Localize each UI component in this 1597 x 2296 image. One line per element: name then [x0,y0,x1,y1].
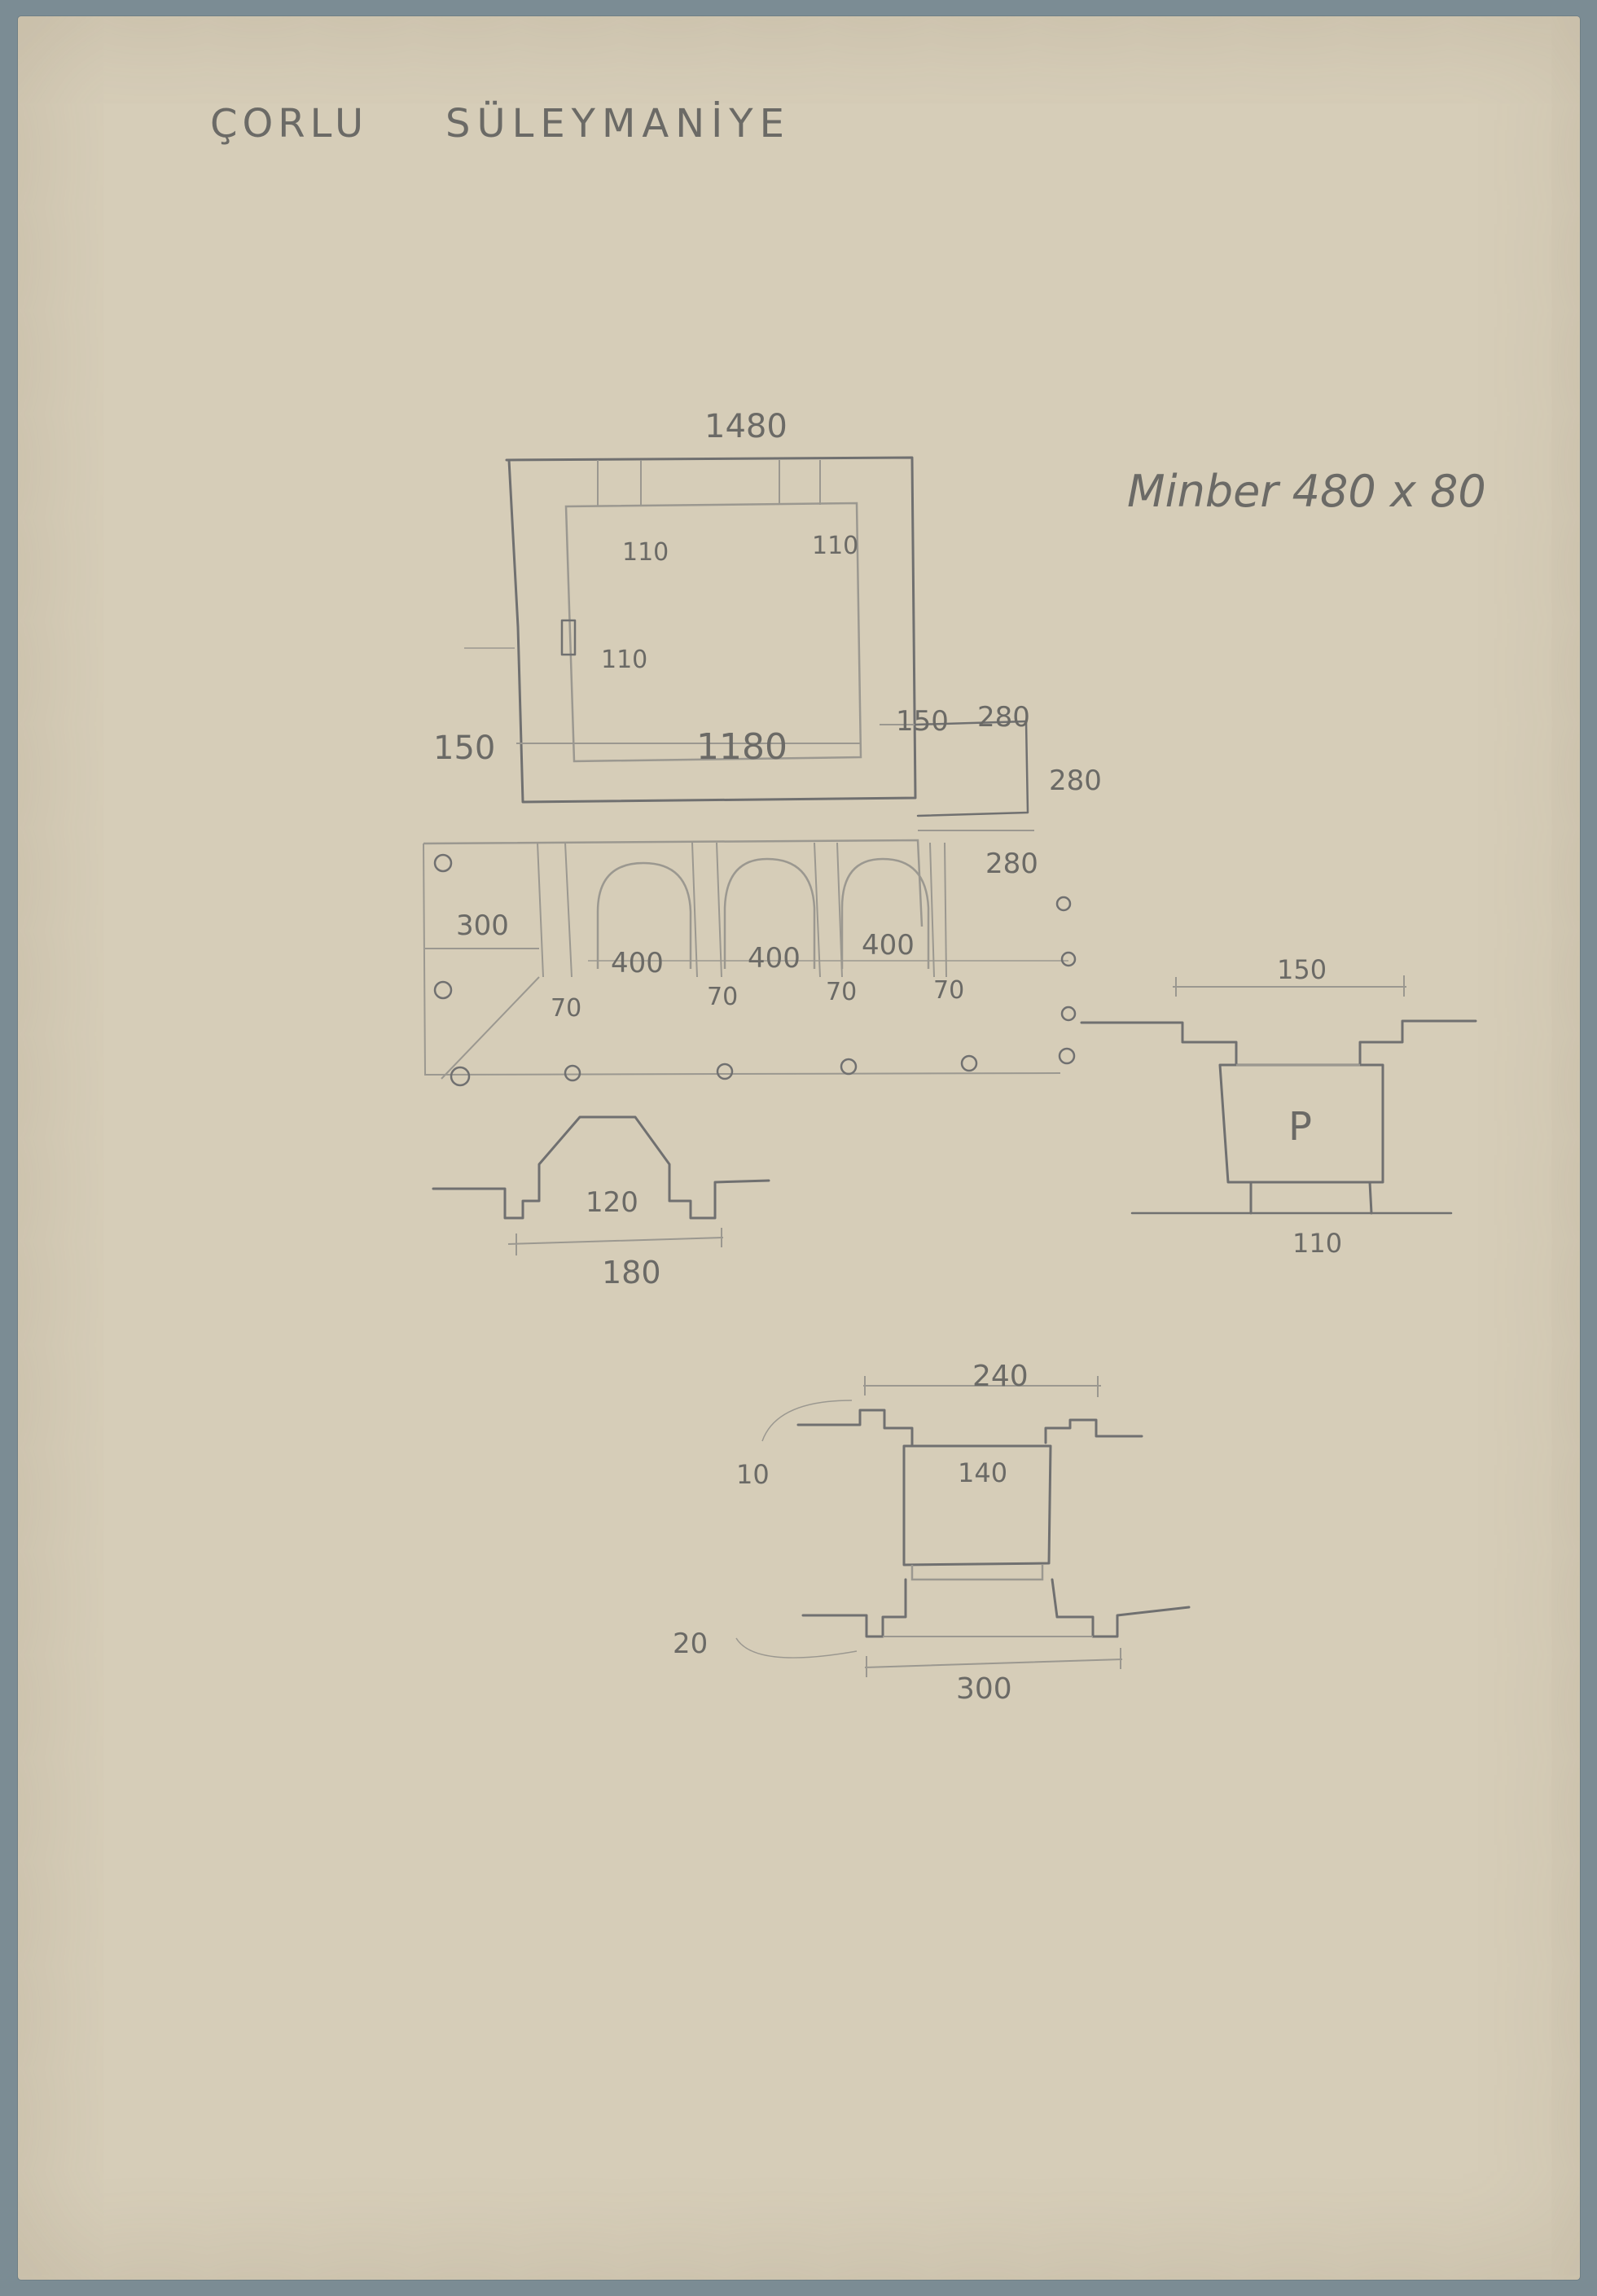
mosque-plan [423,456,1077,1087]
dim-portal-bottom: 300 [956,1672,1012,1706]
dim-inner-width: 1180 [696,726,788,768]
dim-portal-top: 240 [972,1360,1029,1393]
dim-annex-bottom: 280 [985,848,1038,880]
pier-section: 150 P 110 [1080,954,1477,1259]
dim-portal-step-bottom: 20 [673,1628,708,1660]
minber-note: Minber 480 x 80 [1127,466,1486,517]
dim-pier-2: 70 [707,983,738,1011]
dim-inner-left: 110 [601,646,647,674]
portal-section: 240 140 10 20 300 [673,1360,1191,1706]
dim-porch-depth: 300 [456,909,509,942]
plan-dimensions: 1480 110 110 110 150 150 1180 280 280 28… [433,408,1102,1023]
dim-wall-right: 150 [896,705,949,738]
dim-bay-1: 400 [611,947,664,979]
mihrab-section: 120 180 [432,1115,770,1290]
dim-portal-inner: 140 [958,1457,1007,1488]
dim-annex-top: 280 [977,701,1030,734]
dim-mihrab-inner: 120 [586,1186,638,1219]
dim-annex-side: 280 [1049,765,1102,797]
dim-pier-top: 150 [1277,954,1327,985]
dim-inner-top-left: 110 [622,538,669,567]
dim-pier-4: 70 [933,976,964,1005]
dim-portal-step-top: 10 [736,1459,770,1490]
paper-sheet: ÇORLU SÜLEYMANİYE Minber 480 x 80 [18,16,1580,2280]
dim-wall-left: 150 [433,730,495,767]
dim-inner-top-right: 110 [812,532,858,560]
title-suleymaniye: SÜLEYMANİYE [445,101,791,147]
dim-pier-bottom: 110 [1292,1228,1342,1259]
dim-pier-3: 70 [826,978,857,1006]
dim-bay-3: 400 [862,929,915,962]
dim-mihrab-outer: 180 [602,1255,661,1290]
dim-bay-2: 400 [748,942,801,975]
sketch-canvas: ÇORLU SÜLEYMANİYE Minber 480 x 80 [210,101,1486,1706]
dim-pier-1: 70 [551,994,581,1023]
title-corlu: ÇORLU [210,101,368,147]
dim-top-width: 1480 [704,408,788,445]
pier-letter: P [1288,1104,1312,1150]
